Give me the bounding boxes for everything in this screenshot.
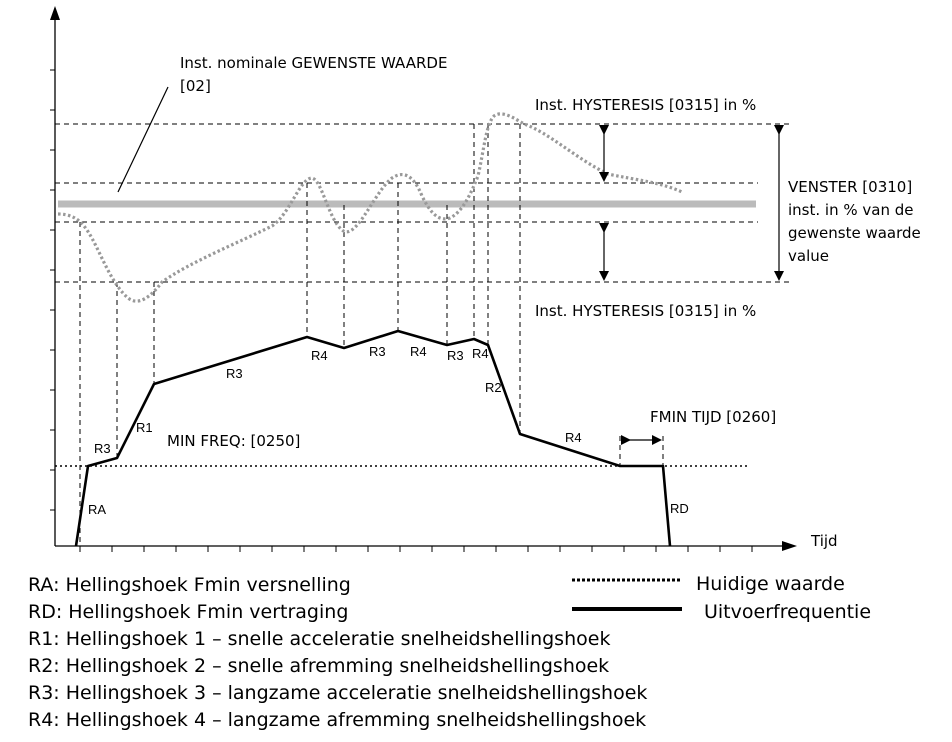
segment-label-r4: R4 (410, 344, 427, 359)
segment-label-r3: R3 (447, 348, 464, 363)
threshold-lines (55, 123, 790, 283)
nominal-label-line2: [02] (180, 77, 211, 95)
legend-r2: R2: Hellingshoek 2 – snelle afremming sn… (28, 655, 609, 677)
segment-label-rd: RD (670, 501, 689, 516)
legend-r4: R4: Hellingshoek 4 – langzame afremming … (28, 709, 646, 731)
segment-label-r1: R1 (136, 420, 153, 435)
segment-label-r3: R3 (226, 366, 243, 381)
segment-labels: RA R3 R1 R3 R4 R3 R4 R3 R4 R2 R4 RD (88, 344, 689, 517)
window-label-line4: value (788, 247, 829, 265)
legend-ra: RA: Hellingshoek Fmin versnelling (28, 574, 351, 596)
fmin-time-label: FMIN TIJD [0260] (650, 408, 776, 426)
x-axis-ticks (79, 546, 753, 552)
min-freq-label: MIN FREQ: [0250] (167, 432, 300, 450)
legend-r1: R1: Hellingshoek 1 – snelle acceleratie … (28, 628, 610, 650)
y-axis-ticks (50, 69, 55, 511)
output-frequency-line (74, 329, 672, 547)
hysteresis-top-label: Inst. HYSTERESIS [0315] in % (535, 96, 756, 114)
nominal-leader-line (117, 86, 169, 193)
window-label-line3: gewenste waarde (788, 224, 921, 242)
nominal-label-line1: Inst. nominale GEWENSTE WAARDE (180, 54, 447, 72)
segment-label-r3: R3 (94, 441, 111, 456)
segment-label-r4: R4 (311, 348, 328, 363)
segment-label-ra: RA (88, 502, 106, 517)
segment-label-r4: R4 (472, 346, 489, 361)
window-label-line2: inst. in % van de (788, 201, 913, 219)
y-axis-arrow-icon (50, 6, 60, 20)
segment-label-r4: R4 (565, 430, 582, 445)
legend-output-frequency: Uitvoerfrequentie (704, 601, 871, 623)
legend-actual-value: Huidige waarde (696, 573, 845, 595)
legend-r3: R3: Hellingshoek 3 – langzame accelerati… (28, 682, 647, 704)
hysteresis-bottom-label: Inst. HYSTERESIS [0315] in % (535, 302, 756, 320)
event-lines (79, 124, 664, 546)
x-axis-arrow-icon (782, 541, 797, 551)
segment-label-r3: R3 (369, 344, 386, 359)
x-axis-label: Tijd (810, 532, 838, 550)
window-label-line1: VENSTER [0310] (788, 178, 912, 196)
legend: RA: Hellingshoek Fmin versnelling RD: He… (28, 573, 871, 731)
axes (50, 6, 797, 552)
segment-label-r2: R2 (485, 380, 502, 395)
legend-rd: RD: Hellingshoek Fmin vertraging (28, 601, 348, 623)
actual-value-curve (57, 112, 683, 303)
diagram-labels: Inst. nominale GEWENSTE WAARDE [02] Inst… (167, 54, 921, 550)
